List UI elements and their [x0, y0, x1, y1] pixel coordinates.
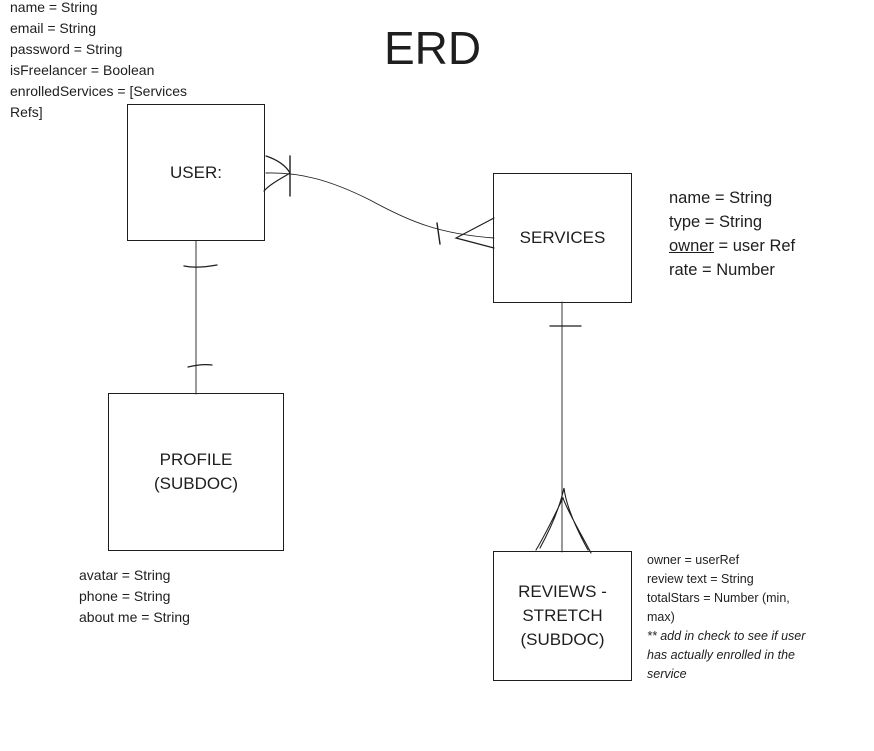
- owner-rest: = user Ref: [713, 237, 796, 255]
- reviews-field: totalStars = Number (min,: [647, 591, 790, 605]
- user-entity: USER:: [127, 104, 265, 241]
- services-entity: SERVICES: [493, 173, 632, 303]
- user-field: enrolledServices = [Services: [10, 83, 188, 99]
- user-field: password = String: [10, 41, 123, 57]
- profile-fields: avatar = String phone = String about me …: [79, 565, 190, 628]
- user-field: email = String: [10, 20, 96, 36]
- reviews-note: service: [647, 667, 687, 681]
- reviews-note: has actually enrolled in the: [647, 648, 796, 662]
- user-profile-bar-bottom: [187, 363, 213, 368]
- reviews-field: review text = String: [647, 572, 754, 586]
- user-field: Refs]: [10, 104, 43, 120]
- services-field: name = String: [669, 189, 773, 207]
- profile-field: phone = String: [79, 588, 171, 604]
- user-services-line: [265, 172, 495, 239]
- reviews-crowfoot: [535, 487, 592, 554]
- services-entity-label: SERVICES: [519, 228, 606, 247]
- user-fields: name = String email = String password = …: [10, 0, 187, 123]
- services-fields: name = String type = String owner = user…: [669, 186, 795, 282]
- services-bar: [436, 222, 441, 245]
- services-field: rate = Number: [669, 261, 775, 279]
- user-field: name = String: [10, 0, 98, 15]
- profile-entity: PROFILE (SUBDOC): [108, 393, 284, 551]
- services-field: type = String: [669, 213, 763, 231]
- owner-underlined: owner: [669, 237, 714, 255]
- user-profile-bar-top: [183, 264, 218, 268]
- reviews-entity: REVIEWS - STRETCH (SUBDOC): [493, 551, 632, 681]
- reviews-fields: owner = userRef review text = String tot…: [647, 551, 805, 684]
- profile-field: about me = String: [79, 609, 190, 625]
- services-field: owner = user Ref: [669, 234, 795, 258]
- reviews-field: max): [647, 610, 675, 624]
- profile-entity-label: PROFILE (SUBDOC): [153, 450, 239, 493]
- reviews-entity-label: REVIEWS - STRETCH (SUBDOC): [518, 582, 607, 649]
- diagram-title: ERD: [384, 22, 482, 74]
- reviews-note: ** add in check to see if user: [647, 629, 806, 643]
- reviews-field: owner = userRef: [647, 553, 740, 567]
- services-crowfoot: [454, 217, 495, 249]
- profile-field: avatar = String: [79, 567, 171, 583]
- user-entity-label: USER:: [170, 162, 222, 182]
- user-field: isFreelancer = Boolean: [10, 62, 155, 78]
- user-crowfoot: [263, 155, 291, 192]
